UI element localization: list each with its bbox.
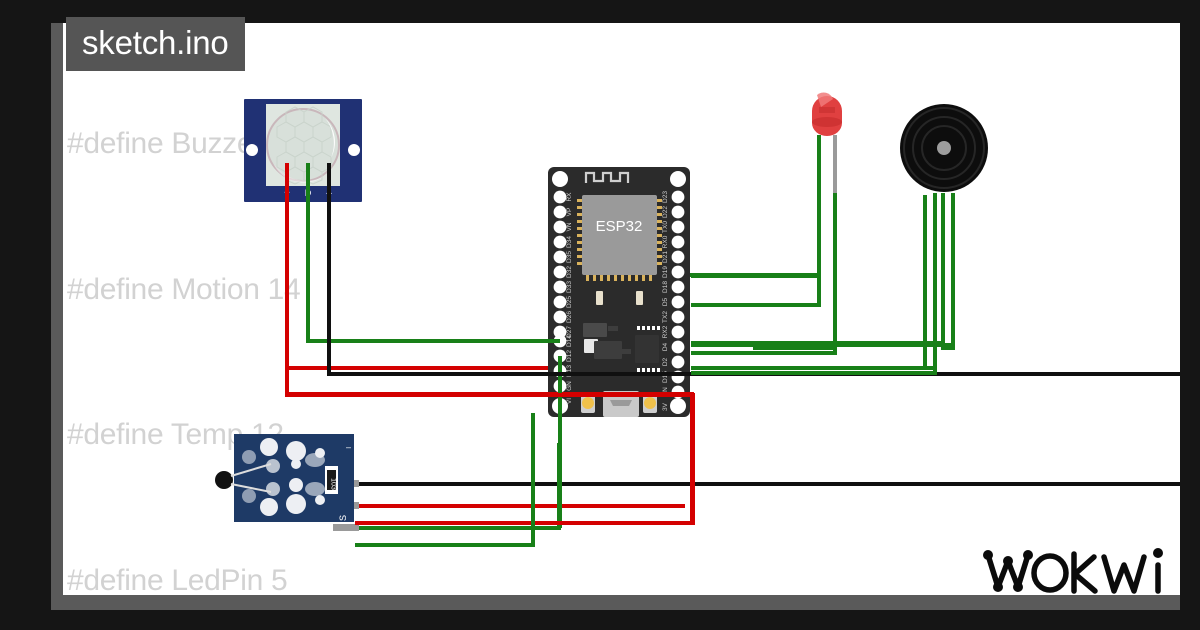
ntc-label-s: S <box>338 515 348 521</box>
led-flange <box>812 117 842 127</box>
code-line: #define Motion 14 <box>67 272 301 306</box>
buzzer-ring-1 <box>903 107 985 189</box>
esp32-module-pads <box>577 199 662 281</box>
esp32-hole-br <box>670 398 686 414</box>
code-line: #define LedPin 5 <box>67 563 288 596</box>
svg-text:D23: D23 <box>662 191 669 203</box>
svg-text:D13: D13 <box>566 365 573 377</box>
wire-layer-top <box>287 356 1180 528</box>
svg-text:D14: D14 <box>566 335 573 347</box>
pir-mount-hole-right <box>348 144 360 156</box>
svg-text:VP: VP <box>566 208 573 217</box>
wire-d5-branch[interactable] <box>691 135 821 278</box>
ntc-jumper-s <box>333 524 359 531</box>
svg-text:D15: D15 <box>662 371 669 383</box>
esp32-usb-uart-ic <box>635 335 659 363</box>
wire-final-buzzer-pos[interactable] <box>691 193 955 347</box>
esp32-smd-1 <box>608 326 618 331</box>
part-esp32-devkit[interactable]: ESP32 <box>548 167 690 417</box>
wokwi-logo <box>978 541 1178 602</box>
ntc-label-minus: – <box>346 442 351 452</box>
svg-text:D32: D32 <box>566 266 573 278</box>
svg-text:GN: GN <box>566 381 573 391</box>
esp32-chip-label: ESP32 <box>596 218 643 235</box>
esp32-pin-labels-right: D23 D22 TX0 RX0 D21 D19 D18 D5 TX2 RX2 D… <box>662 191 669 397</box>
wire-led-gnd[interactable] <box>753 193 837 350</box>
svg-text:TX2: TX2 <box>662 311 669 323</box>
svg-text:RX: RX <box>566 192 573 202</box>
esp32-smd-2 <box>621 349 631 354</box>
ntc-resistor-band <box>327 470 336 490</box>
esp32-header-left[interactable] <box>553 190 567 393</box>
esp32-led-status <box>644 397 656 409</box>
tab-sketch-ino[interactable]: sketch.ino <box>66 17 245 71</box>
ntc-lead-2 <box>230 483 272 493</box>
wire-led-d5[interactable] <box>690 135 821 277</box>
pir-mount-hole-left <box>246 144 258 156</box>
circuit-diagram[interactable]: + D – <box>63 23 1180 595</box>
svg-text:D5: D5 <box>662 297 669 306</box>
ntc-lead-1 <box>230 463 272 477</box>
esp32-hole-tr <box>670 171 686 187</box>
buzzer-ring-2 <box>912 116 976 180</box>
wire-final-led-cathode[interactable] <box>691 193 837 355</box>
esp32-led-power <box>582 397 594 409</box>
diagram-canvas[interactable]: #define Buzzer 18 #define Motion 14 #def… <box>63 23 1180 595</box>
buzzer-ring-3 <box>921 125 967 171</box>
svg-text:D21: D21 <box>662 251 669 263</box>
wire-layer-final <box>285 135 1180 547</box>
esp32-pin-label-vin: VI <box>566 398 573 404</box>
svg-text:D19: D19 <box>662 266 669 278</box>
esp32-button-boot[interactable] <box>636 291 643 305</box>
svg-text:D27: D27 <box>566 326 573 338</box>
svg-text:TX0: TX0 <box>662 221 669 233</box>
ntc-resistor-code: 103 <box>330 478 337 490</box>
svg-text:D4: D4 <box>662 342 669 351</box>
esp32-antenna-trace <box>584 171 630 183</box>
esp32-pin-labels-left: RX VP VN D34 D35 D32 D33 D25 D26 D27 D14… <box>566 192 573 391</box>
wire-final-pir-red[interactable] <box>285 163 695 525</box>
esp32-pin-label-3v3: 3V <box>662 402 669 411</box>
esp32-button-en[interactable] <box>596 291 603 305</box>
svg-text:D26: D26 <box>566 311 573 323</box>
svg-text:D34: D34 <box>566 236 573 248</box>
svg-text:D25: D25 <box>566 296 573 308</box>
wokwi-logo-nodes <box>983 548 1163 592</box>
svg-text:RX0: RX0 <box>662 235 669 248</box>
svg-text:D12: D12 <box>566 350 573 362</box>
svg-text:GN: GN <box>662 387 669 397</box>
esp32-ic-pins <box>637 326 660 372</box>
wire-final-led-anode[interactable] <box>691 135 821 307</box>
wire-gnd-branch[interactable] <box>691 195 927 370</box>
svg-text:D33: D33 <box>566 281 573 293</box>
svg-text:D2: D2 <box>662 357 669 366</box>
part-ntc-temperature-sensor[interactable]: 103 – S <box>215 434 359 533</box>
svg-text:D18: D18 <box>662 281 669 293</box>
svg-text:D22: D22 <box>662 206 669 218</box>
svg-text:D35: D35 <box>566 251 573 263</box>
esp32-module-shield <box>582 195 657 275</box>
svg-text:RX2: RX2 <box>662 325 669 338</box>
buzzer-hole <box>937 141 951 155</box>
esp32-ic-1 <box>594 341 622 359</box>
ntc-thermistor-bead <box>215 471 233 489</box>
led-highlight <box>817 92 833 107</box>
wire-final-pir-green[interactable] <box>306 163 560 343</box>
part-led[interactable] <box>812 92 842 193</box>
svg-text:VN: VN <box>566 222 573 231</box>
led-die <box>819 107 835 113</box>
part-pir-motion-sensor[interactable]: + D – <box>244 99 362 202</box>
esp32-hole-tl <box>552 171 568 187</box>
wire-final-ntc-green[interactable] <box>355 413 535 547</box>
wire-final-buzzer-neg[interactable] <box>691 193 937 375</box>
esp32-usb-slot <box>610 400 632 406</box>
esp32-regulator <box>583 323 607 337</box>
pir-fresnel-pattern <box>276 106 332 185</box>
